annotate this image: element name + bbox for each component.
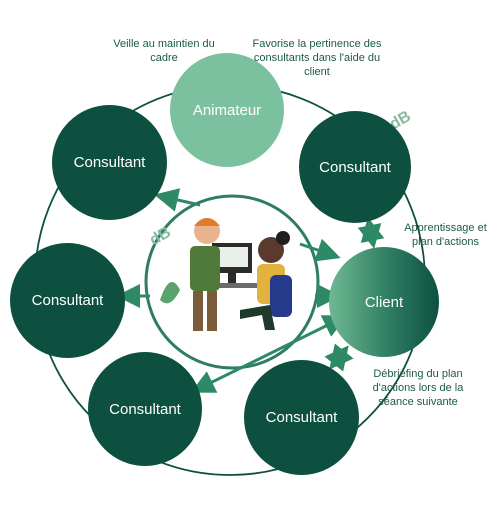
arrow-to-top-left xyxy=(154,188,201,212)
node-consultant-bottom-right: Consultant xyxy=(244,360,359,475)
node-animateur: Animateur xyxy=(170,53,284,167)
arrow-client-bottom-left xyxy=(190,315,348,393)
arrow-to-client xyxy=(299,238,341,262)
node-consultant-bottom-left: Consultant xyxy=(88,352,202,466)
note-favorise: Favorise la pertinence des consultants d… xyxy=(252,38,382,78)
note-veille: Veille au maintien du cadre xyxy=(113,38,215,64)
node-consultant-top-right: Consultant xyxy=(299,111,411,223)
arrow-top-right-client xyxy=(357,217,385,249)
node-consultant-left: Consultant xyxy=(10,243,125,358)
note-apprentissage: Apprentissage et plan d'actions xyxy=(404,222,487,248)
note-debriefing: Débriefing du plan d'actions lors de la … xyxy=(372,368,464,408)
illustration-consultant-client xyxy=(160,218,292,331)
arrow-client-bottom-right xyxy=(324,343,354,372)
node-client: Client xyxy=(329,247,439,357)
node-consultant-top-left: Consultant xyxy=(52,105,167,220)
